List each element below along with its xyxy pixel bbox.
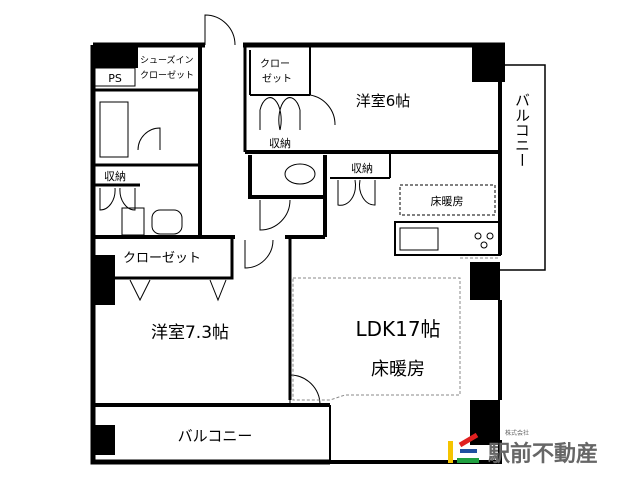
walls [90, 14, 546, 465]
closet-top-label-1: クロー [260, 58, 290, 70]
storage-left-label: 収納 [104, 170, 126, 183]
shoes-closet-label-2: クローゼット [140, 69, 194, 81]
shoes-closet-label-1: シューズイン [140, 54, 194, 66]
ps-box [94, 67, 136, 87]
storage-center-label: 収納 [269, 137, 291, 150]
logo-blue-bar [460, 449, 477, 453]
room-ldk-label: LDK17帖 [355, 317, 440, 341]
closet-bedroom-label: クローゼット [123, 251, 201, 266]
logo-company-prefix: 株式会社 [505, 429, 529, 437]
ldk-floor-heating-label: 床暖房 [371, 359, 425, 380]
kitchen-floor-heating-label: 床暖房 [431, 194, 464, 208]
storage-right-label: 収納 [351, 162, 373, 175]
logo-green-bar [457, 458, 479, 463]
logo-red-bar [458, 432, 479, 448]
closet-top-label-2: ゼット [262, 73, 292, 85]
columns [93, 45, 505, 455]
room-western-7-3-label: 洋室7.3帖 [151, 323, 229, 343]
logo-yellow-bar [448, 441, 453, 463]
balcony-bottom-label: バルコニー [178, 427, 253, 445]
balcony-right-label: バルコニー [513, 93, 531, 168]
logo-company-name: 駅前不動産 [488, 441, 598, 467]
room-western-6-label: 洋室6帖 [356, 92, 411, 110]
company-logo: 株式会社 駅前不動産 [448, 429, 598, 467]
ps-label: PS [108, 72, 122, 85]
